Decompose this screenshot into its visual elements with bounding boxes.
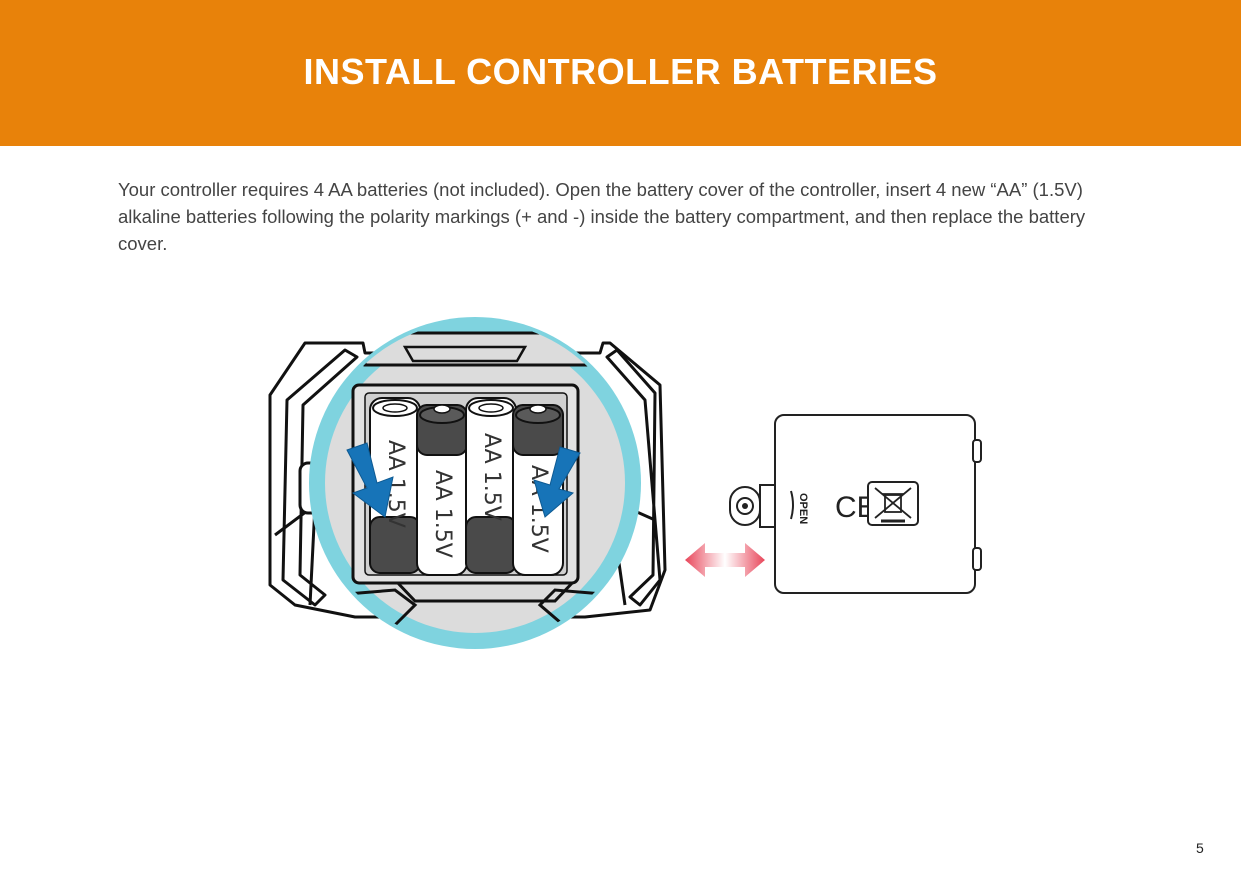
- battery-install-illustration: AA 1.5V AA 1.5V AA 1.5V AA 1.5V: [268, 317, 982, 649]
- battery: AA 1.5V: [369, 397, 421, 574]
- weee-bin-icon: [874, 487, 912, 523]
- slide-arrow-icon: [685, 543, 765, 577]
- battery: AA 1.5V: [465, 397, 517, 574]
- insert-arrow-icon: [346, 442, 394, 518]
- battery: AA 1.5V: [416, 404, 468, 576]
- battery-label: AA 1.5V: [479, 433, 504, 521]
- insert-arrow-icon: [533, 446, 581, 518]
- page-title: INSTALL CONTROLLER BATTERIES: [303, 51, 938, 92]
- instructions-text: Your controller requires 4 AA batteries …: [118, 179, 1086, 254]
- header-banner: INSTALL CONTROLLER BATTERIES: [0, 0, 1241, 146]
- open-label: OPEN: [797, 493, 809, 524]
- battery-cover: OPEN CE: [729, 414, 982, 594]
- page-number: 5: [1196, 840, 1204, 856]
- battery-label: AA 1.5V: [430, 470, 455, 558]
